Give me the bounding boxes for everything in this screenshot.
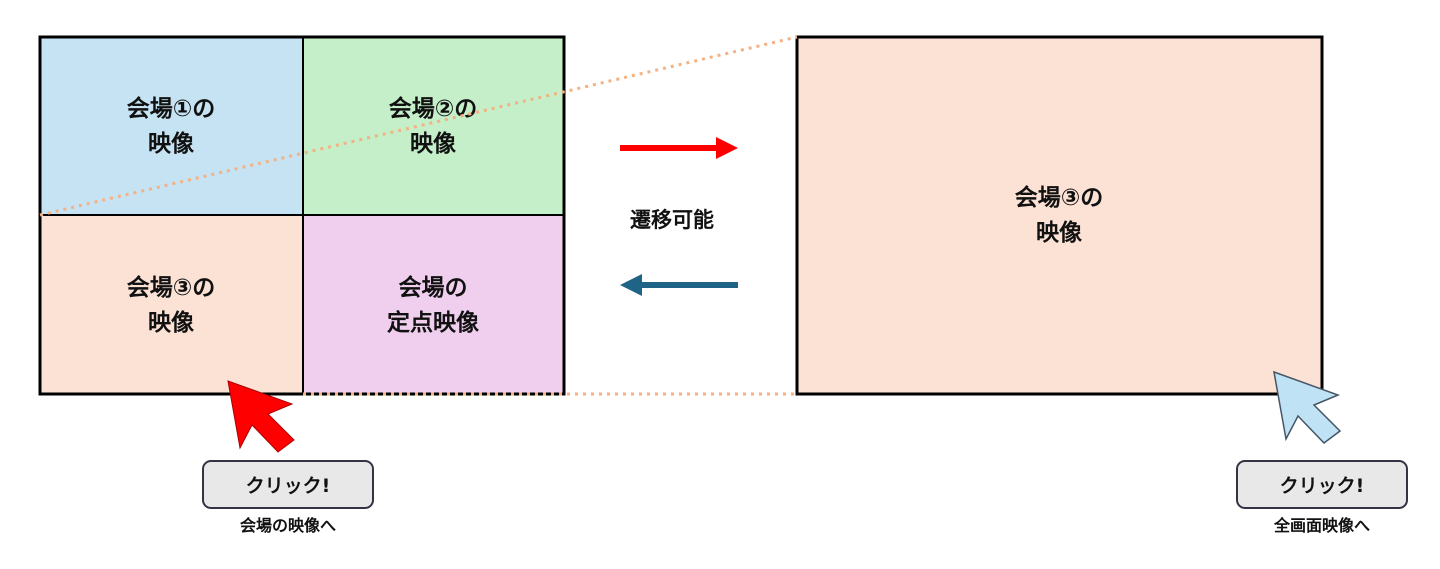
caption-right: 全画面映像へ — [1273, 516, 1370, 535]
cell-1-line2: 映像 — [148, 130, 195, 157]
cell-2-line2: 映像 — [410, 130, 457, 157]
cell-3-line2: 映像 — [148, 309, 195, 336]
cell-2-line1: 会場②の — [389, 95, 477, 122]
cell-venue-2[interactable] — [303, 37, 564, 215]
cell-venue-1[interactable] — [40, 37, 303, 215]
transition-label: 遷移可能 — [630, 208, 714, 232]
cell-fixed-view[interactable] — [303, 215, 564, 394]
cell-4-line2: 定点映像 — [387, 309, 480, 336]
click-button-left-label: クリック! — [246, 475, 331, 497]
cell-3-line1: 会場③の — [127, 274, 215, 301]
cell-4-line1: 会場の — [399, 274, 468, 301]
click-button-left[interactable]: クリック! — [202, 460, 374, 509]
grid-frame — [38, 35, 566, 396]
cursor-blue-icon — [1273, 370, 1342, 444]
fullscreen-view[interactable] — [795, 35, 1324, 396]
click-button-right-label: クリック! — [1280, 475, 1365, 497]
arrow-left-icon — [620, 274, 738, 296]
arrow-right-icon — [620, 137, 738, 159]
cell-1-line1: 会場①の — [127, 95, 215, 122]
zoom-guide-top — [39, 35, 798, 217]
click-button-right[interactable]: クリック! — [1236, 460, 1408, 509]
cell-venue-3[interactable] — [40, 215, 303, 394]
fullscreen-line1: 会場③の — [1015, 184, 1103, 211]
caption-left: 会場の映像へ — [240, 516, 336, 535]
cursor-red-icon — [227, 380, 295, 453]
fullscreen-line2: 映像 — [1036, 219, 1083, 246]
